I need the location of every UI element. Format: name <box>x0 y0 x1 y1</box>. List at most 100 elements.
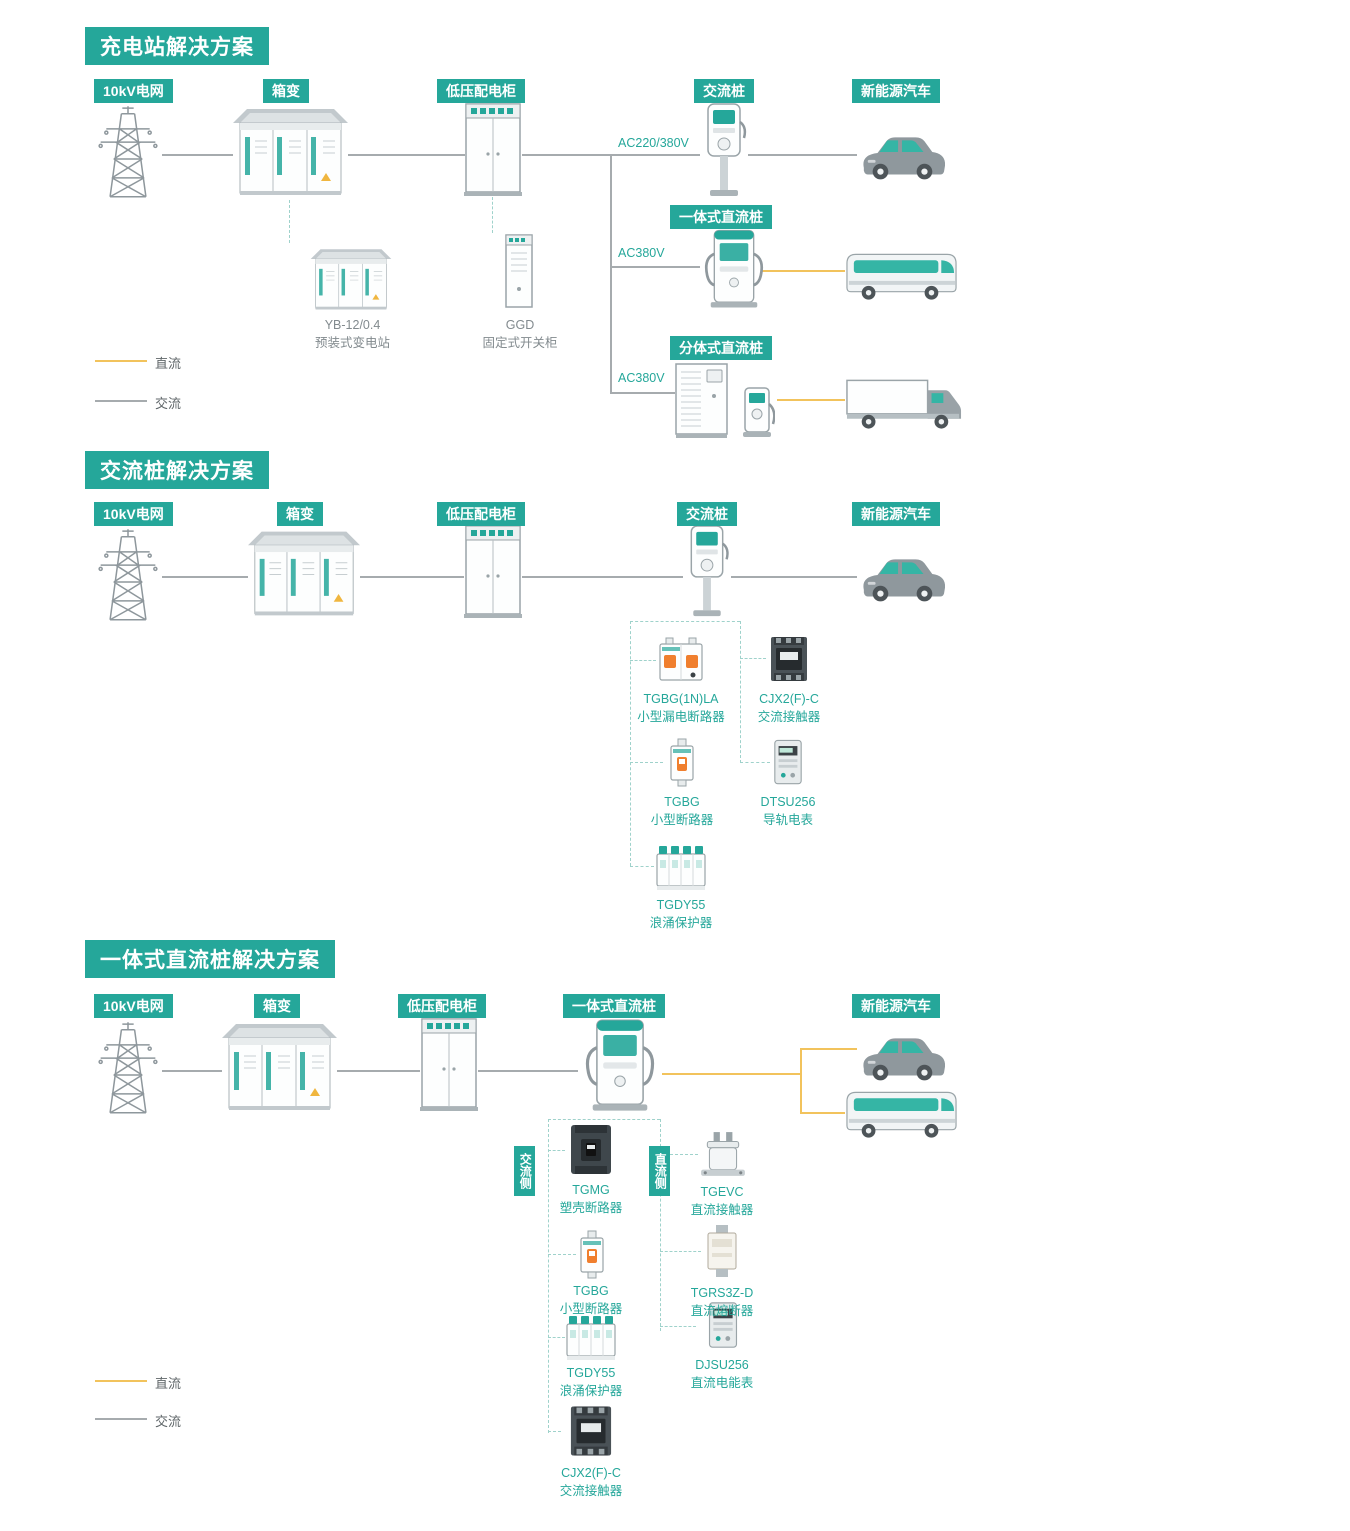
product-label-tgrs3zd: TGRS3Z-D 直流熔断器 <box>672 1284 772 1320</box>
truck-icon <box>845 376 963 431</box>
product-label-tgdy55: TGDY55 浪涌保护器 <box>541 1364 641 1400</box>
lv-distribution-cabinet-icon <box>420 1017 478 1112</box>
product-desc: 直流电能表 <box>690 1376 754 1391</box>
s1-col-lv-cabinet: 低压配电柜 <box>437 79 525 103</box>
product-label-djsu256: DJSU256 直流电能表 <box>672 1356 772 1392</box>
legend-dc-line <box>95 1380 147 1382</box>
equipment-desc: 固定式开关柜 <box>482 336 558 351</box>
s1-banner-split-dc-pile: 分体式直流桩 <box>670 336 772 360</box>
ac-line <box>731 576 857 578</box>
ac-charging-pile-icon <box>700 102 748 202</box>
transmission-tower-icon <box>95 1019 161 1116</box>
s1-voltage-1: AC220/380V <box>616 136 691 150</box>
ac-trunk-line <box>610 154 612 394</box>
s3-col-transformer: 箱变 <box>254 994 300 1018</box>
equipment-desc: 预装式变电站 <box>314 336 390 351</box>
s1-col-grid: 10kV电网 <box>94 79 173 103</box>
legend-ac-line <box>95 1418 147 1420</box>
callout-line <box>660 1326 696 1327</box>
callout-line <box>630 621 631 866</box>
ggd-cabinet-label: GGD 固定式开关柜 <box>465 316 575 352</box>
s3-side-label-dc: 直流侧 <box>649 1146 671 1196</box>
mcb-breaker-icon <box>667 736 697 788</box>
callout-line <box>660 1119 661 1331</box>
callout-line <box>548 1119 660 1120</box>
callout-line <box>492 197 493 233</box>
dc-line <box>800 1048 857 1050</box>
product-label-tgmg: TGMG 塑壳断路器 <box>541 1181 641 1217</box>
legend-dc-label: 直流 <box>155 1376 182 1391</box>
callout-line <box>289 200 290 243</box>
ggd-switch-cabinet-icon <box>504 233 534 311</box>
din-rail-meter-icon <box>772 736 804 790</box>
ac-line <box>522 576 683 578</box>
transmission-tower-icon <box>95 103 161 200</box>
callout-line <box>740 621 741 763</box>
legend-ac-label: 交流 <box>155 396 182 411</box>
legend-dc-label: 直流 <box>155 356 182 371</box>
dc-line <box>662 1073 800 1075</box>
s3-side-label-ac: 交流侧 <box>514 1146 536 1196</box>
bus-icon <box>845 251 958 301</box>
ac-line <box>748 154 857 156</box>
callout-line <box>630 621 740 622</box>
dc-contactor-icon <box>699 1130 747 1178</box>
dc-line <box>762 270 845 272</box>
yb-substation-label: YB-12/0.4 预装式变电站 <box>295 316 410 352</box>
s2-col-ev: 新能源汽车 <box>852 502 940 526</box>
s1-banner-integrated-dc-pile: 一体式直流桩 <box>670 205 772 229</box>
dc-line <box>800 1048 802 1114</box>
s1-voltage-3: AC380V <box>616 371 667 385</box>
s1-col-ev: 新能源汽车 <box>852 79 940 103</box>
product-desc: 小型断路器 <box>650 813 714 828</box>
legend-ac-line <box>95 400 147 402</box>
dc-fuse-icon <box>702 1222 742 1280</box>
callout-line <box>660 1154 698 1155</box>
product-model: TGBG(1N)LA <box>643 692 719 706</box>
product-desc: 浪涌保护器 <box>649 916 713 931</box>
product-model: TGMG <box>572 1183 610 1197</box>
product-model: TGRS3Z-D <box>690 1286 754 1300</box>
rcbo-breaker-icon <box>658 636 704 686</box>
callout-line <box>660 1251 701 1252</box>
section-title-charging-station: 充电站解决方案 <box>85 27 269 65</box>
surge-protector-icon <box>565 1312 617 1362</box>
product-desc: 导轨电表 <box>762 813 813 828</box>
product-desc: 直流接触器 <box>690 1203 754 1218</box>
product-model: TGBG <box>664 795 700 809</box>
surge-protector-icon <box>655 842 707 892</box>
section-title-integrated-dc-pile: 一体式直流桩解决方案 <box>85 940 335 978</box>
mcb-breaker-icon <box>577 1228 607 1280</box>
s3-col-ev: 新能源汽车 <box>852 994 940 1018</box>
ac-contactor-icon <box>561 1402 621 1460</box>
dc-line <box>800 1112 845 1114</box>
box-transformer-icon <box>248 525 360 621</box>
s1-voltage-2: AC380V <box>616 246 667 260</box>
callout-line <box>548 1431 561 1432</box>
mccb-breaker-icon <box>566 1122 616 1177</box>
bus-icon <box>845 1089 958 1139</box>
ac-line <box>360 576 464 578</box>
s2-col-transformer: 箱变 <box>277 502 323 526</box>
s3-col-lv-cabinet: 低压配电柜 <box>398 994 486 1018</box>
callout-line <box>630 762 663 763</box>
s2-col-lv-cabinet: 低压配电柜 <box>437 502 525 526</box>
product-model: TGDY55 <box>656 898 706 912</box>
dc-line <box>777 399 845 401</box>
box-transformer-icon <box>222 1018 337 1115</box>
transmission-tower-icon <box>95 526 161 623</box>
product-desc: 浪涌保护器 <box>559 1384 623 1399</box>
integrated-dc-pile-icon <box>698 227 770 312</box>
ev-car-icon <box>857 549 945 604</box>
ev-car-icon <box>857 127 945 182</box>
product-label-tgbg: TGBG 小型断路器 <box>541 1282 641 1318</box>
product-model: TGEVC <box>700 1185 744 1199</box>
equipment-model: YB-12/0.4 <box>324 318 381 332</box>
lv-distribution-cabinet-icon <box>464 102 522 197</box>
product-label-cjx2fc: CJX2(F)-C 交流接触器 <box>541 1464 641 1500</box>
ev-car-icon <box>857 1028 945 1083</box>
callout-line <box>548 1150 565 1151</box>
product-desc: 交流接触器 <box>559 1484 623 1499</box>
box-transformer-icon <box>233 103 348 200</box>
